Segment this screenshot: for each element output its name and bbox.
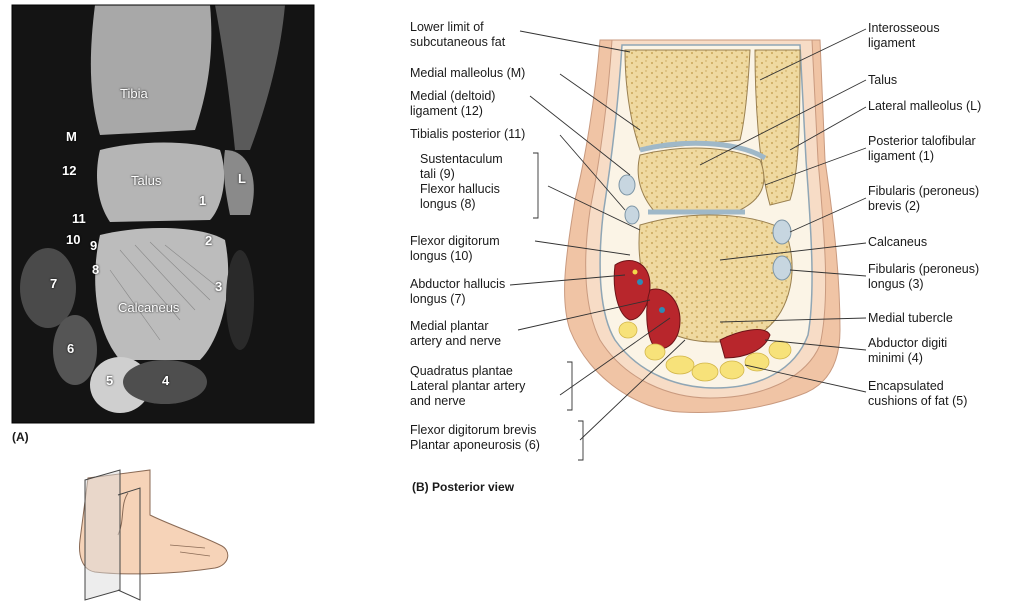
mri-label-5: 5 bbox=[106, 373, 113, 388]
label-lateral-malleolus: Lateral malleolus (L) bbox=[868, 99, 981, 114]
label-flexor-digitorum-longus: Flexor digitorum longus (10) bbox=[410, 234, 500, 264]
mri-label-9: 9 bbox=[90, 238, 97, 253]
mri-label-10: 10 bbox=[66, 232, 80, 247]
label-sustentaculum-flexor-hallucis: Sustentaculum tali (9) Flexor hallucis l… bbox=[420, 152, 503, 212]
mri-label-7: 7 bbox=[50, 276, 57, 291]
mri-label-3: 3 bbox=[215, 279, 222, 294]
label-fibularis-brevis: Fibularis (peroneus) brevis (2) bbox=[868, 184, 979, 214]
mri-label-m: M bbox=[66, 129, 77, 144]
label-tibialis-posterior: Tibialis posterior (11) bbox=[410, 127, 525, 142]
label-medial-tubercle: Medial tubercle bbox=[868, 311, 953, 326]
mri-label-8: 8 bbox=[92, 262, 99, 277]
label-talus: Talus bbox=[868, 73, 897, 88]
label-abductor-digiti-minimi: Abductor digiti minimi (4) bbox=[868, 336, 947, 366]
label-interosseous-ligament: Interosseous ligament bbox=[868, 21, 940, 51]
label-calcaneus: Calcaneus bbox=[868, 235, 927, 250]
mri-label-1: 1 bbox=[199, 193, 206, 208]
mri-image bbox=[12, 5, 314, 423]
label-encapsulated-fat: Encapsulated cushions of fat (5) bbox=[868, 379, 967, 409]
label-abductor-hallucis: Abductor hallucis longus (7) bbox=[410, 277, 505, 307]
label-quadratus-plantae: Quadratus plantae Lateral plantar artery… bbox=[410, 364, 525, 409]
mri-label-11: 11 bbox=[72, 211, 86, 226]
label-medial-malleolus: Medial malleolus (M) bbox=[410, 66, 525, 81]
mri-label-12: 12 bbox=[62, 163, 76, 178]
mri-label-6: 6 bbox=[67, 341, 74, 356]
mri-label-2: 2 bbox=[205, 233, 212, 248]
label-posterior-talofibular: Posterior talofibular ligament (1) bbox=[868, 134, 976, 164]
label-medial-plantar-artery: Medial plantar artery and nerve bbox=[410, 319, 501, 349]
label-lower-limit-subcutaneous-fat: Lower limit of subcutaneous fat bbox=[410, 20, 505, 50]
orientation-sketch bbox=[80, 470, 228, 600]
panel-b-caption: (B) Posterior view bbox=[412, 480, 514, 494]
mri-label-calcaneus: Calcaneus bbox=[118, 300, 179, 315]
panel-a-caption: (A) bbox=[12, 430, 29, 444]
mri-label-talus: Talus bbox=[131, 173, 161, 188]
label-flexor-digitorum-brevis: Flexor digitorum brevis Plantar aponeuro… bbox=[410, 423, 540, 453]
label-fibularis-longus: Fibularis (peroneus) longus (3) bbox=[868, 262, 979, 292]
mri-label-l: L bbox=[238, 171, 246, 186]
mri-label-tibia: Tibia bbox=[120, 86, 148, 101]
label-medial-deltoid-ligament: Medial (deltoid) ligament (12) bbox=[410, 89, 495, 119]
posterior-view-diagram bbox=[565, 40, 840, 412]
mri-label-4: 4 bbox=[162, 373, 169, 388]
